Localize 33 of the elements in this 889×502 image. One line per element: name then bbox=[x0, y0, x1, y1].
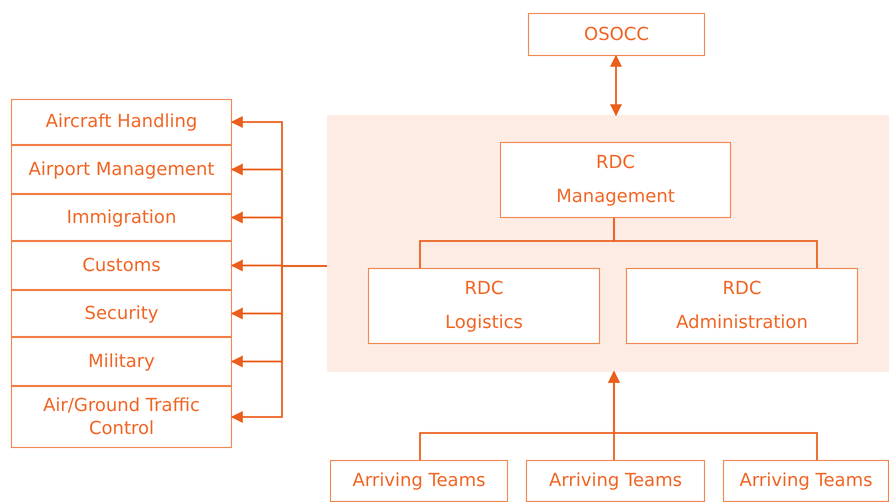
org-box bbox=[11, 99, 232, 145]
node-text: Arriving Teams bbox=[549, 469, 682, 493]
node-text: RDC Management bbox=[556, 150, 675, 209]
node-text: Airport Management bbox=[28, 158, 214, 182]
org-box bbox=[528, 13, 705, 56]
node-text: Military bbox=[88, 350, 155, 374]
arrow bbox=[608, 370, 818, 460]
org-box bbox=[11, 145, 232, 194]
node-text: Aircraft Handling bbox=[46, 110, 198, 134]
arrow bbox=[230, 265, 327, 423]
org-box bbox=[500, 142, 731, 218]
org-box bbox=[368, 268, 600, 344]
org-box bbox=[11, 337, 232, 386]
connector-line bbox=[613, 218, 818, 268]
node-text: Air/Ground Traffic Control bbox=[42, 394, 201, 440]
arrow bbox=[610, 54, 622, 116]
org-box bbox=[11, 386, 232, 448]
org-box bbox=[526, 460, 705, 502]
org-box bbox=[11, 241, 232, 290]
org-box bbox=[626, 268, 858, 344]
node-text: RDC Administration bbox=[676, 276, 808, 335]
node-text: Immigration bbox=[66, 206, 176, 230]
node-text: Customs bbox=[82, 254, 161, 278]
node-text: Arriving Teams bbox=[352, 469, 486, 493]
node-text: OSOCC bbox=[584, 22, 649, 46]
group-panel bbox=[327, 115, 889, 372]
org-box bbox=[723, 460, 889, 502]
org-box bbox=[11, 290, 232, 337]
node-text: RDC Logistics bbox=[445, 276, 523, 335]
org-box bbox=[330, 460, 508, 502]
node-text: Arriving Teams bbox=[740, 469, 872, 493]
node-text: Security bbox=[84, 302, 158, 326]
org-box bbox=[11, 194, 232, 241]
